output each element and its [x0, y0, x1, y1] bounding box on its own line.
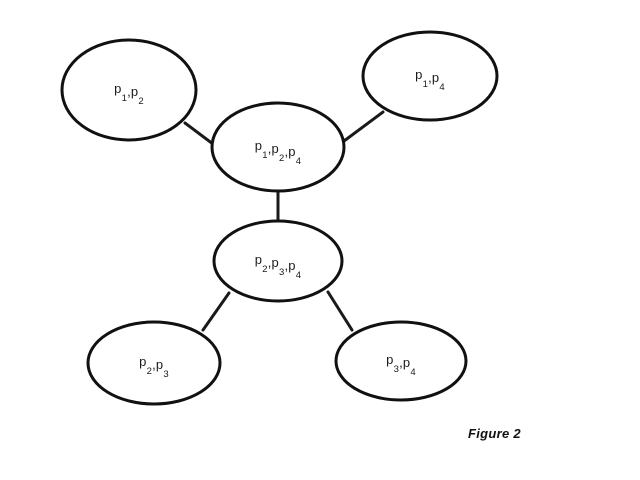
node-shape-p2p3	[86, 320, 222, 406]
node-label-p1p2p4: p1,p2,p4	[255, 138, 301, 167]
node-shape-p3p4	[334, 320, 468, 402]
node-label-p1p4: p1,p4	[415, 67, 445, 93]
edge-p2p3p4-p2p3	[201, 291, 231, 332]
node-label-p2p3: p2,p3	[139, 354, 169, 380]
node-shape-p1p2	[60, 38, 198, 142]
node-layer: p1,p2 p1,p4 p1,p2,p4 p2,p3,p4 p2,p3 p3,p4	[60, 30, 499, 406]
node-p3p4[interactable]: p3,p4	[334, 320, 468, 402]
figure-caption: Figure 2	[468, 426, 521, 441]
node-p2p3[interactable]: p2,p3	[86, 320, 222, 406]
node-p2p3p4[interactable]: p2,p3,p4	[212, 219, 344, 303]
node-label-p2p3p4: p2,p3,p4	[255, 252, 301, 281]
edge-p1p2p4-p1p4	[338, 110, 385, 146]
edge-p2p3p4-p3p4	[326, 290, 354, 332]
node-shape-p1p4	[361, 30, 499, 122]
node-p1p2[interactable]: p1,p2	[60, 38, 198, 142]
node-label-p1p2: p1,p2	[114, 81, 144, 107]
node-shape-p1p2p4	[210, 101, 346, 193]
node-shape-p2p3p4	[212, 219, 344, 303]
node-label-p3p4: p3,p4	[386, 352, 416, 378]
node-p1p4[interactable]: p1,p4	[361, 30, 499, 122]
node-p1p2p4[interactable]: p1,p2,p4	[210, 101, 346, 193]
